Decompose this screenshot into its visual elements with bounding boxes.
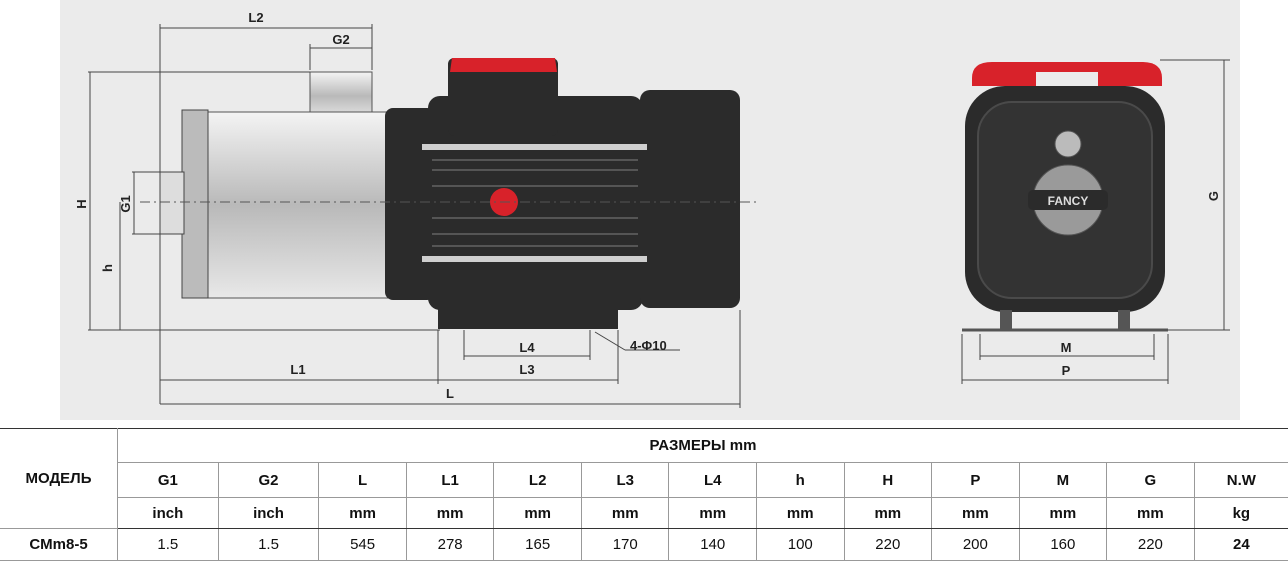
- column-header: G: [1106, 462, 1195, 498]
- column-unit: mm: [580, 497, 669, 529]
- column-header: P: [931, 462, 1020, 498]
- column-unit: mm: [1106, 497, 1195, 529]
- inlet-port: [159, 171, 185, 235]
- column-header: M: [1018, 462, 1107, 498]
- label-M: M: [1061, 340, 1072, 355]
- label-G1: G1: [118, 195, 133, 212]
- column-unit: mm: [405, 497, 494, 529]
- pump-casing: [204, 111, 391, 299]
- column-unit: inch: [217, 497, 319, 529]
- inlet-end-cap: [181, 109, 209, 299]
- tie-rod-top: [422, 144, 647, 150]
- label-G2: G2: [332, 32, 349, 47]
- table-cell: 220: [843, 528, 932, 561]
- column-header: L2: [493, 462, 582, 498]
- front-dimensions: [961, 59, 1230, 384]
- terminal-box: [448, 58, 558, 136]
- column-header: G1: [117, 462, 219, 498]
- column-header: G2: [217, 462, 319, 498]
- technical-drawing-panel: L2 G2 H G1 h L1 L L3 L4 4-Φ10 FANCY: [60, 0, 1240, 420]
- column-header: H: [843, 462, 932, 498]
- logo-text: FANCY: [1048, 194, 1089, 208]
- table-cell: 1.5: [117, 528, 219, 561]
- label-L1: L1: [290, 362, 305, 377]
- table-cell: 170: [580, 528, 669, 561]
- column-header: L1: [405, 462, 494, 498]
- column-header: L3: [580, 462, 669, 498]
- label-h: h: [100, 264, 115, 272]
- table-cell: 165: [493, 528, 582, 561]
- table-cell: 100: [756, 528, 845, 561]
- column-header: h: [756, 462, 845, 498]
- column-unit: mm: [318, 497, 407, 529]
- table-cell: 1.5: [217, 528, 319, 561]
- table-cell: 160: [1018, 528, 1107, 561]
- front-foot-left: [1000, 310, 1012, 330]
- label-L2: L2: [248, 10, 263, 25]
- table-cell: 545: [318, 528, 407, 561]
- motor-adapter: [385, 108, 435, 300]
- label-L3: L3: [519, 362, 534, 377]
- column-header: L4: [668, 462, 757, 498]
- column-unit: mm: [931, 497, 1020, 529]
- front-view: FANCY: [962, 62, 1168, 332]
- label-H: H: [74, 199, 89, 208]
- column-unit: inch: [117, 497, 219, 529]
- column-unit: mm: [668, 497, 757, 529]
- column-unit: mm: [843, 497, 932, 529]
- column-header: N.W: [1193, 462, 1288, 498]
- label-L4: L4: [519, 340, 535, 355]
- model-name-cell: CMm8-5: [0, 528, 118, 561]
- column-unit: mm: [1018, 497, 1107, 529]
- pump-drawing: L2 G2 H G1 h L1 L L3 L4 4-Φ10 FANCY: [74, 10, 1230, 408]
- table-cell: 140: [668, 528, 757, 561]
- table-cell: 278: [405, 528, 494, 561]
- column-unit: mm: [493, 497, 582, 529]
- tie-rod-bottom: [422, 256, 647, 262]
- dimensions-group-header: РАЗМЕРЫ mm: [117, 428, 1288, 463]
- terminal-box-cover: [450, 58, 557, 72]
- table-cell: 200: [931, 528, 1020, 561]
- column-header: L: [318, 462, 407, 498]
- side-view: [140, 58, 760, 329]
- label-P: P: [1062, 363, 1071, 378]
- front-foot-right: [1118, 310, 1130, 330]
- column-unit: mm: [756, 497, 845, 529]
- motor-foot: [438, 305, 618, 329]
- logo-plate: [1028, 190, 1108, 210]
- label-holes: 4-Φ10: [630, 338, 667, 353]
- table-cell: 220: [1106, 528, 1195, 561]
- label-G: G: [1206, 191, 1221, 201]
- column-unit: kg: [1193, 497, 1288, 529]
- label-L: L: [446, 386, 454, 401]
- bolt-icon: [1054, 130, 1082, 158]
- model-column-header: МОДЕЛЬ: [0, 428, 118, 529]
- fan-cover: [640, 90, 740, 308]
- table-cell: 24: [1193, 528, 1288, 561]
- side-dimensions: [88, 24, 741, 408]
